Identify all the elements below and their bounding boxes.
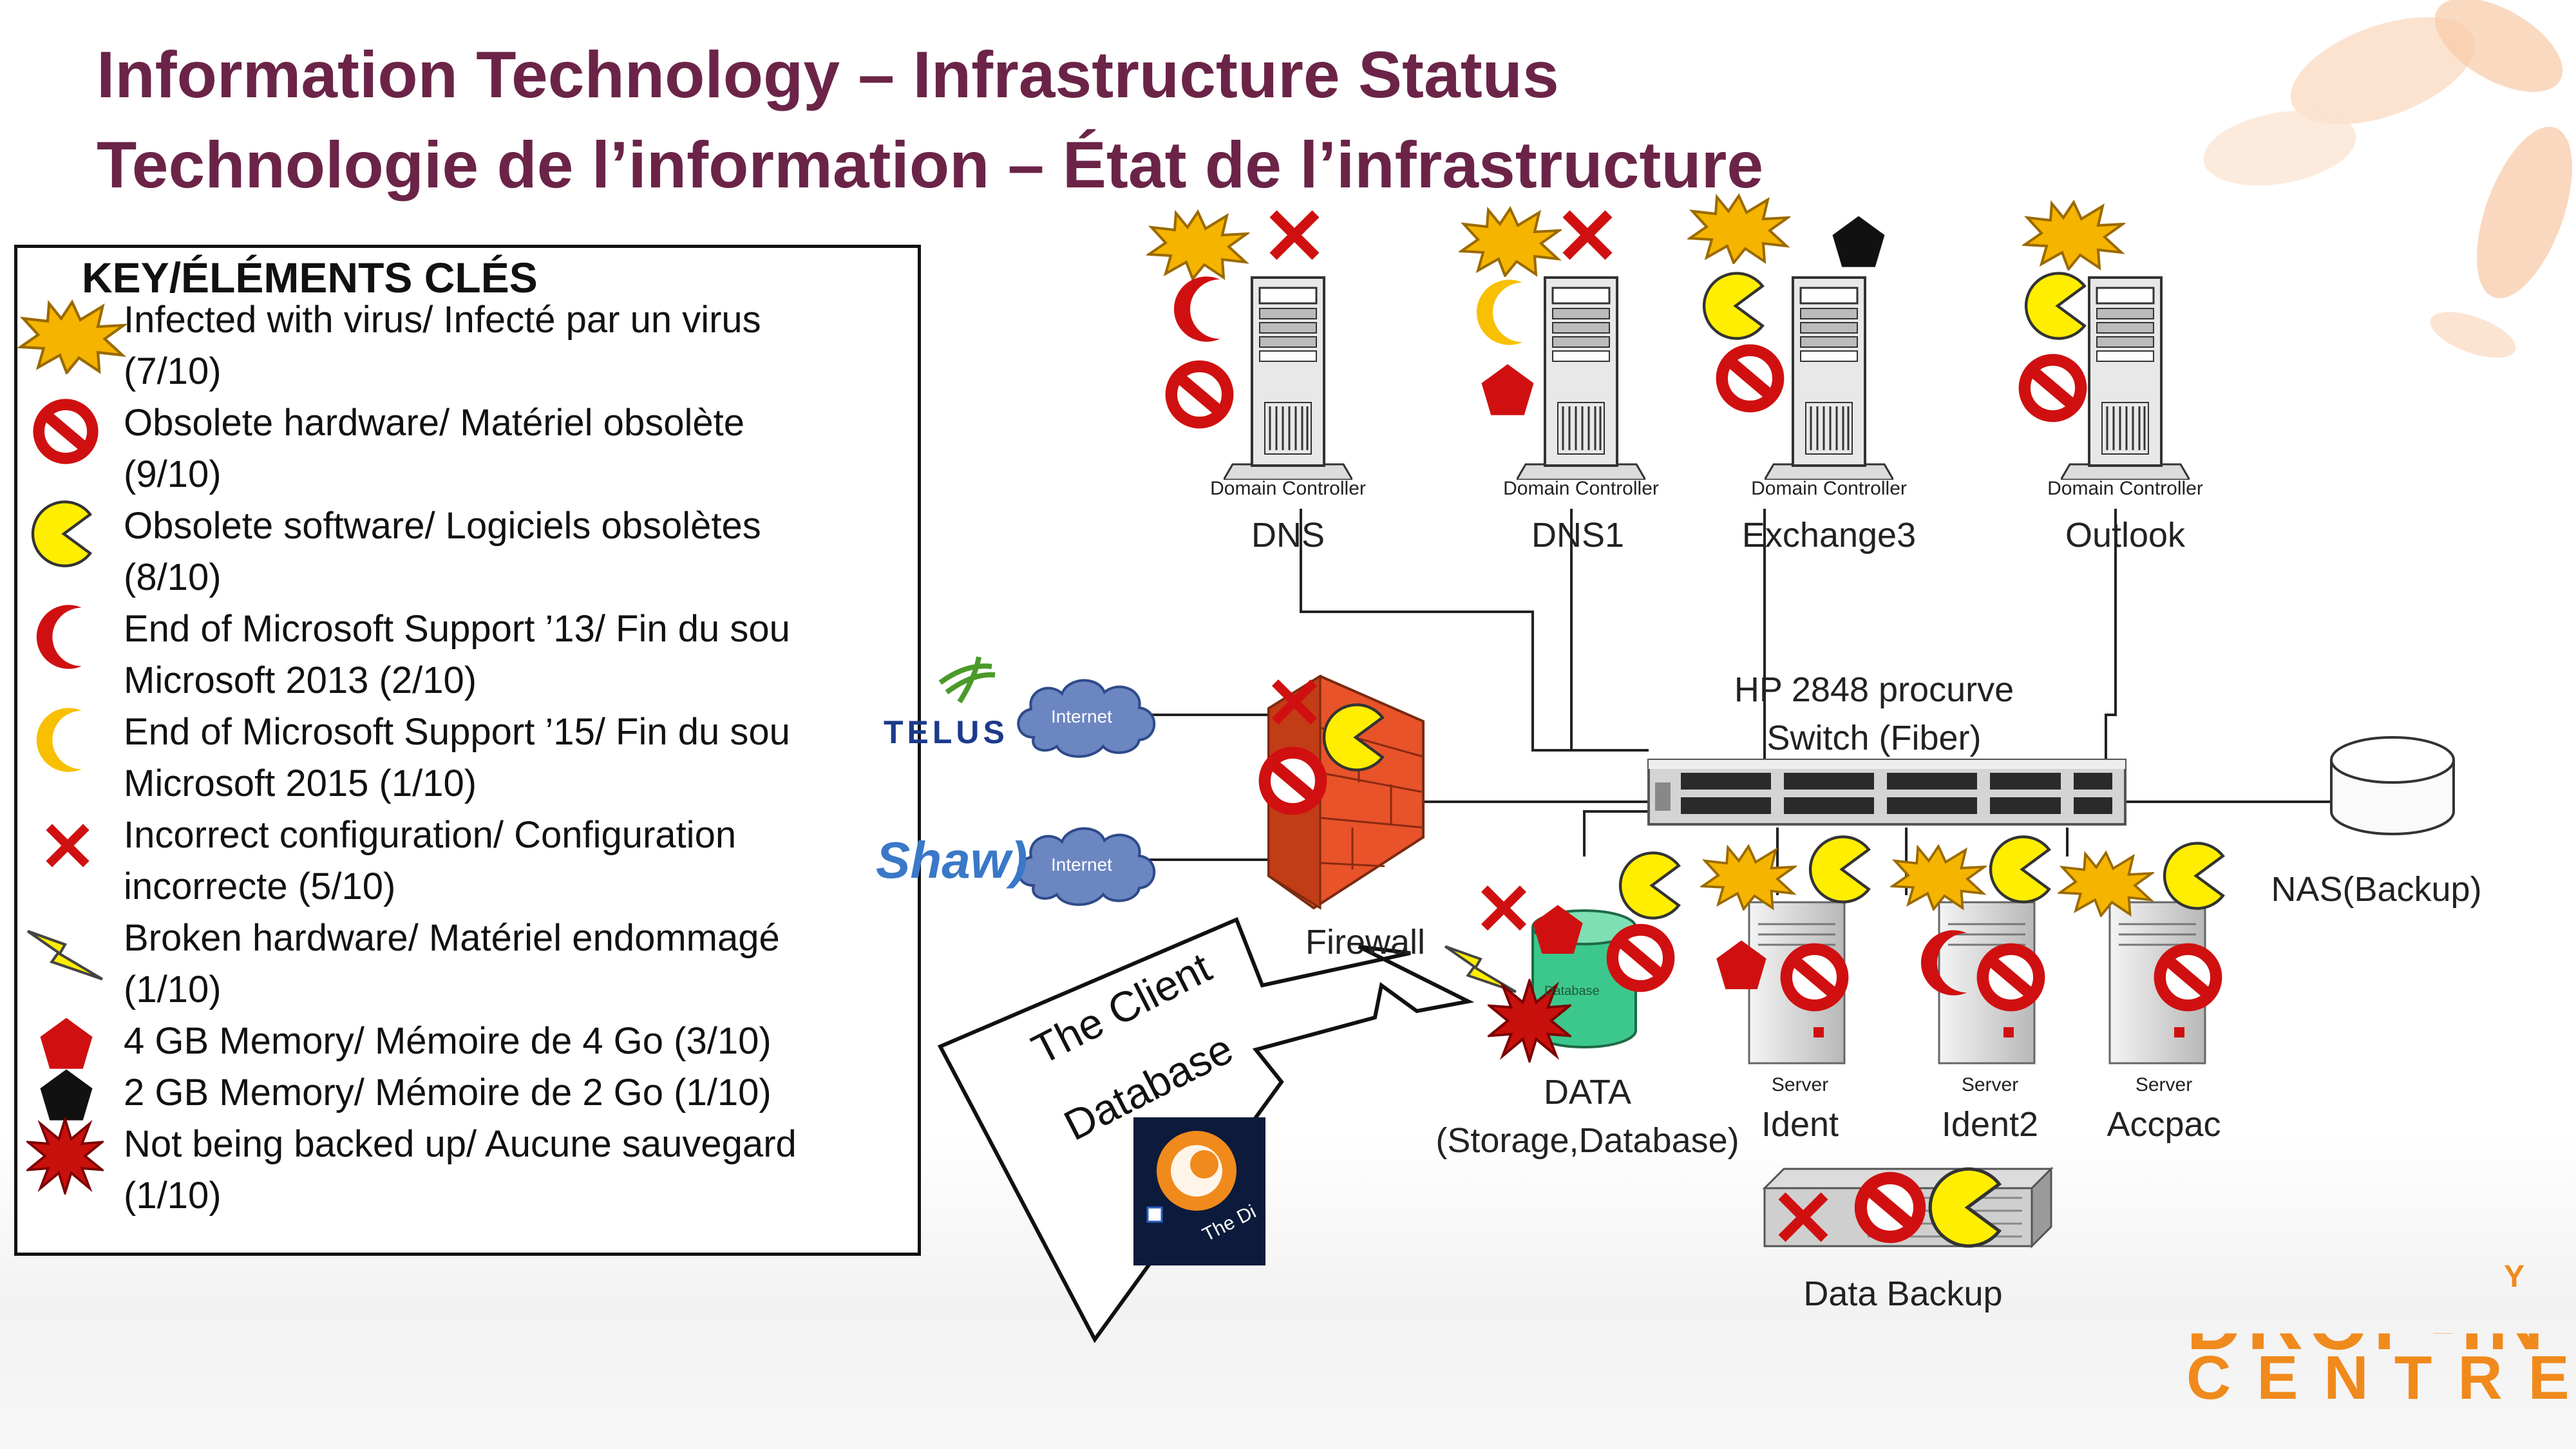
obsolete-hardware-icon xyxy=(1171,366,1227,422)
legend-item-virus: Infected with virus/ Infecté par un viru… xyxy=(124,294,838,397)
the-di-app-icon xyxy=(1133,1117,1265,1265)
obsolete-software-icon xyxy=(1620,853,1679,918)
broken-hardware-icon xyxy=(1444,945,1517,994)
server-role-label: Domain Controller xyxy=(1503,478,1659,499)
legend-item-line1: End of Microsoft Support ’13/ Fin du sou xyxy=(124,608,790,650)
legend-item-line1: Infected with virus/ Infecté par un viru… xyxy=(124,299,761,341)
firewall-label: Firewall xyxy=(1305,923,1426,961)
obsolete-hardware-icon xyxy=(1613,930,1669,986)
legend-item-obsolete-software: Obsolete software/ Logiciels obsolètes (… xyxy=(124,500,838,603)
server-role-label: Domain Controller xyxy=(2047,478,2203,499)
server-role-label: Domain Controller xyxy=(1210,478,1366,499)
server-role-label: Server xyxy=(2135,1074,2193,1095)
server-name-dns1: DNS1 xyxy=(1531,516,1625,554)
firewall-icon xyxy=(1267,674,1425,910)
obsolete-software-icon xyxy=(1991,837,2049,902)
nas-label: NAS(Backup) xyxy=(2271,870,2482,909)
obsolete-hardware-icon xyxy=(1722,350,1778,406)
data-label: DATA xyxy=(1543,1073,1632,1112)
title-english: Information Technology – Infrastructure … xyxy=(97,38,1559,111)
switch-label-type: Switch (Fiber) xyxy=(1766,719,1982,757)
legend-item-obsolete-hardware: Obsolete hardware/ Matériel obsolète (9/… xyxy=(124,397,838,500)
legend-item-line1: Obsolete software/ Logiciels obsolètes xyxy=(124,505,761,547)
obsolete-hardware-icon xyxy=(2160,949,2216,1005)
virus-starburst-icon xyxy=(2023,201,2124,270)
obsolete-hardware-icon xyxy=(1265,753,1321,809)
legend-item-line1: 4 GB Memory/ Mémoire de 4 Go (3/10) xyxy=(124,1020,772,1062)
obsolete-hardware-icon xyxy=(1983,949,2039,1005)
obsolete-hardware-icon xyxy=(1786,949,1842,1005)
legend-item-line1: Incorrect configuration/ Configuration xyxy=(124,814,737,856)
server-name-ident2: Ident2 xyxy=(1941,1105,2039,1144)
brand-corner: Y xyxy=(2504,1260,2525,1294)
obsolete-hardware-icon xyxy=(2025,360,2081,416)
legend-item-line2: Microsoft 2013 (2/10) xyxy=(124,659,477,701)
obsolete-software-icon xyxy=(2026,273,2085,338)
internet-cloud-label: Internet xyxy=(1051,706,1112,726)
server-name-ident: Ident xyxy=(1761,1105,1839,1144)
brand-line1: DROP-IN xyxy=(2186,1280,2549,1366)
telus-wordmark: TELUS xyxy=(884,714,1009,750)
legend-box: KEY/ÉLÉMENTS CLÉS Infected with virus/ I… xyxy=(14,245,921,1256)
legend-item-line2: (1/10) xyxy=(124,969,222,1010)
incorrect-config-icon xyxy=(1481,886,1526,931)
legend-item-line2: (1/10) xyxy=(124,1175,222,1217)
memory-4gb-icon xyxy=(1481,364,1534,415)
support-ending-2015-icon xyxy=(1476,279,1523,345)
legend-item-line1: Not being backed up/ Aucune sauvegard xyxy=(124,1123,797,1165)
legend-item-line2: (8/10) xyxy=(124,556,222,598)
legend-item-support-2015: End of Microsoft Support ’15/ Fin du sou… xyxy=(124,706,838,810)
data-storage-label: (Storage,Database) xyxy=(1435,1121,1739,1160)
nas-backup-icon xyxy=(2330,736,2455,835)
support-ended-2013-icon xyxy=(1173,276,1220,342)
virus-starburst-icon xyxy=(1460,207,1560,277)
obsolete-software-icon xyxy=(1810,837,1869,902)
legend-item-line2: (7/10) xyxy=(124,350,222,392)
server-role-label: Server xyxy=(1771,1074,1829,1095)
brand-line2: CENTRE xyxy=(2186,1343,2576,1412)
legend-item-broken-hardware: Broken hardware/ Matériel endommagé (1/1… xyxy=(124,913,838,1016)
legend-item-memory-2gb: 2 GB Memory/ Mémoire de 2 Go (1/10) xyxy=(124,1067,838,1119)
server-name-exchange3: Exchange3 xyxy=(1741,516,1917,554)
legend-item-memory-4gb: 4 GB Memory/ Mémoire de 4 Go (3/10) xyxy=(124,1016,838,1067)
incorrect-config-icon xyxy=(1269,210,1320,260)
legend-item-line1: 2 GB Memory/ Mémoire de 2 Go (1/10) xyxy=(124,1072,772,1113)
server-role-label: Domain Controller xyxy=(1751,478,1907,499)
legend-item-line2: Microsoft 2015 (1/10) xyxy=(124,762,477,804)
legend-item-line1: Obsolete hardware/ Matériel obsolète xyxy=(124,402,744,444)
virus-starburst-icon xyxy=(1689,194,1789,264)
obsolete-hardware-icon xyxy=(1861,1178,1919,1236)
virus-starburst-icon xyxy=(1148,211,1248,280)
server-name-accpac: Accpac xyxy=(2107,1105,2221,1144)
legend-item-not-backed-up: Not being backed up/ Aucune sauvegard (1… xyxy=(124,1119,838,1222)
title-french: Technologie de l’information – État de l… xyxy=(97,128,1764,202)
server-name-dns: DNS xyxy=(1251,516,1325,554)
data-backup-label: Data Backup xyxy=(1803,1274,2003,1313)
server-name-outlook: Outlook xyxy=(2065,516,2186,554)
database-label-tiny: Database xyxy=(1544,984,1600,998)
decorative-petals xyxy=(2203,0,2572,358)
switch-label-model: HP 2848 procurve xyxy=(1734,670,2014,709)
obsolete-software-icon xyxy=(2164,843,2223,908)
server-tower-dns xyxy=(1224,276,1352,480)
virus-starburst-icon xyxy=(1701,845,1796,911)
memory-2gb-icon xyxy=(1832,216,1885,267)
legend-item-line2: (9/10) xyxy=(124,453,222,495)
legend-item-line1: End of Microsoft Support ’15/ Fin du sou xyxy=(124,711,790,753)
legend-item-line2: incorrecte (5/10) xyxy=(124,866,396,907)
internet-cloud-label: Internet xyxy=(1051,855,1112,875)
shaw-wordmark: Shaw) xyxy=(876,831,1028,889)
legend-title: KEY/ÉLÉMENTS CLÉS xyxy=(82,254,538,301)
incorrect-config-icon xyxy=(1562,210,1613,260)
network-switch xyxy=(1647,759,2126,826)
obsolete-software-icon xyxy=(1704,273,1763,338)
legend-item-support-2013: End of Microsoft Support ’13/ Fin du sou… xyxy=(124,603,838,706)
legend-item-incorrect-config: Incorrect configuration/ Configuration i… xyxy=(124,810,838,913)
legend-item-line1: Broken hardware/ Matériel endommagé xyxy=(124,917,780,959)
server-tower-dns1 xyxy=(1517,276,1645,480)
telus-logo xyxy=(938,656,996,704)
server-role-label: Server xyxy=(1961,1074,2019,1095)
